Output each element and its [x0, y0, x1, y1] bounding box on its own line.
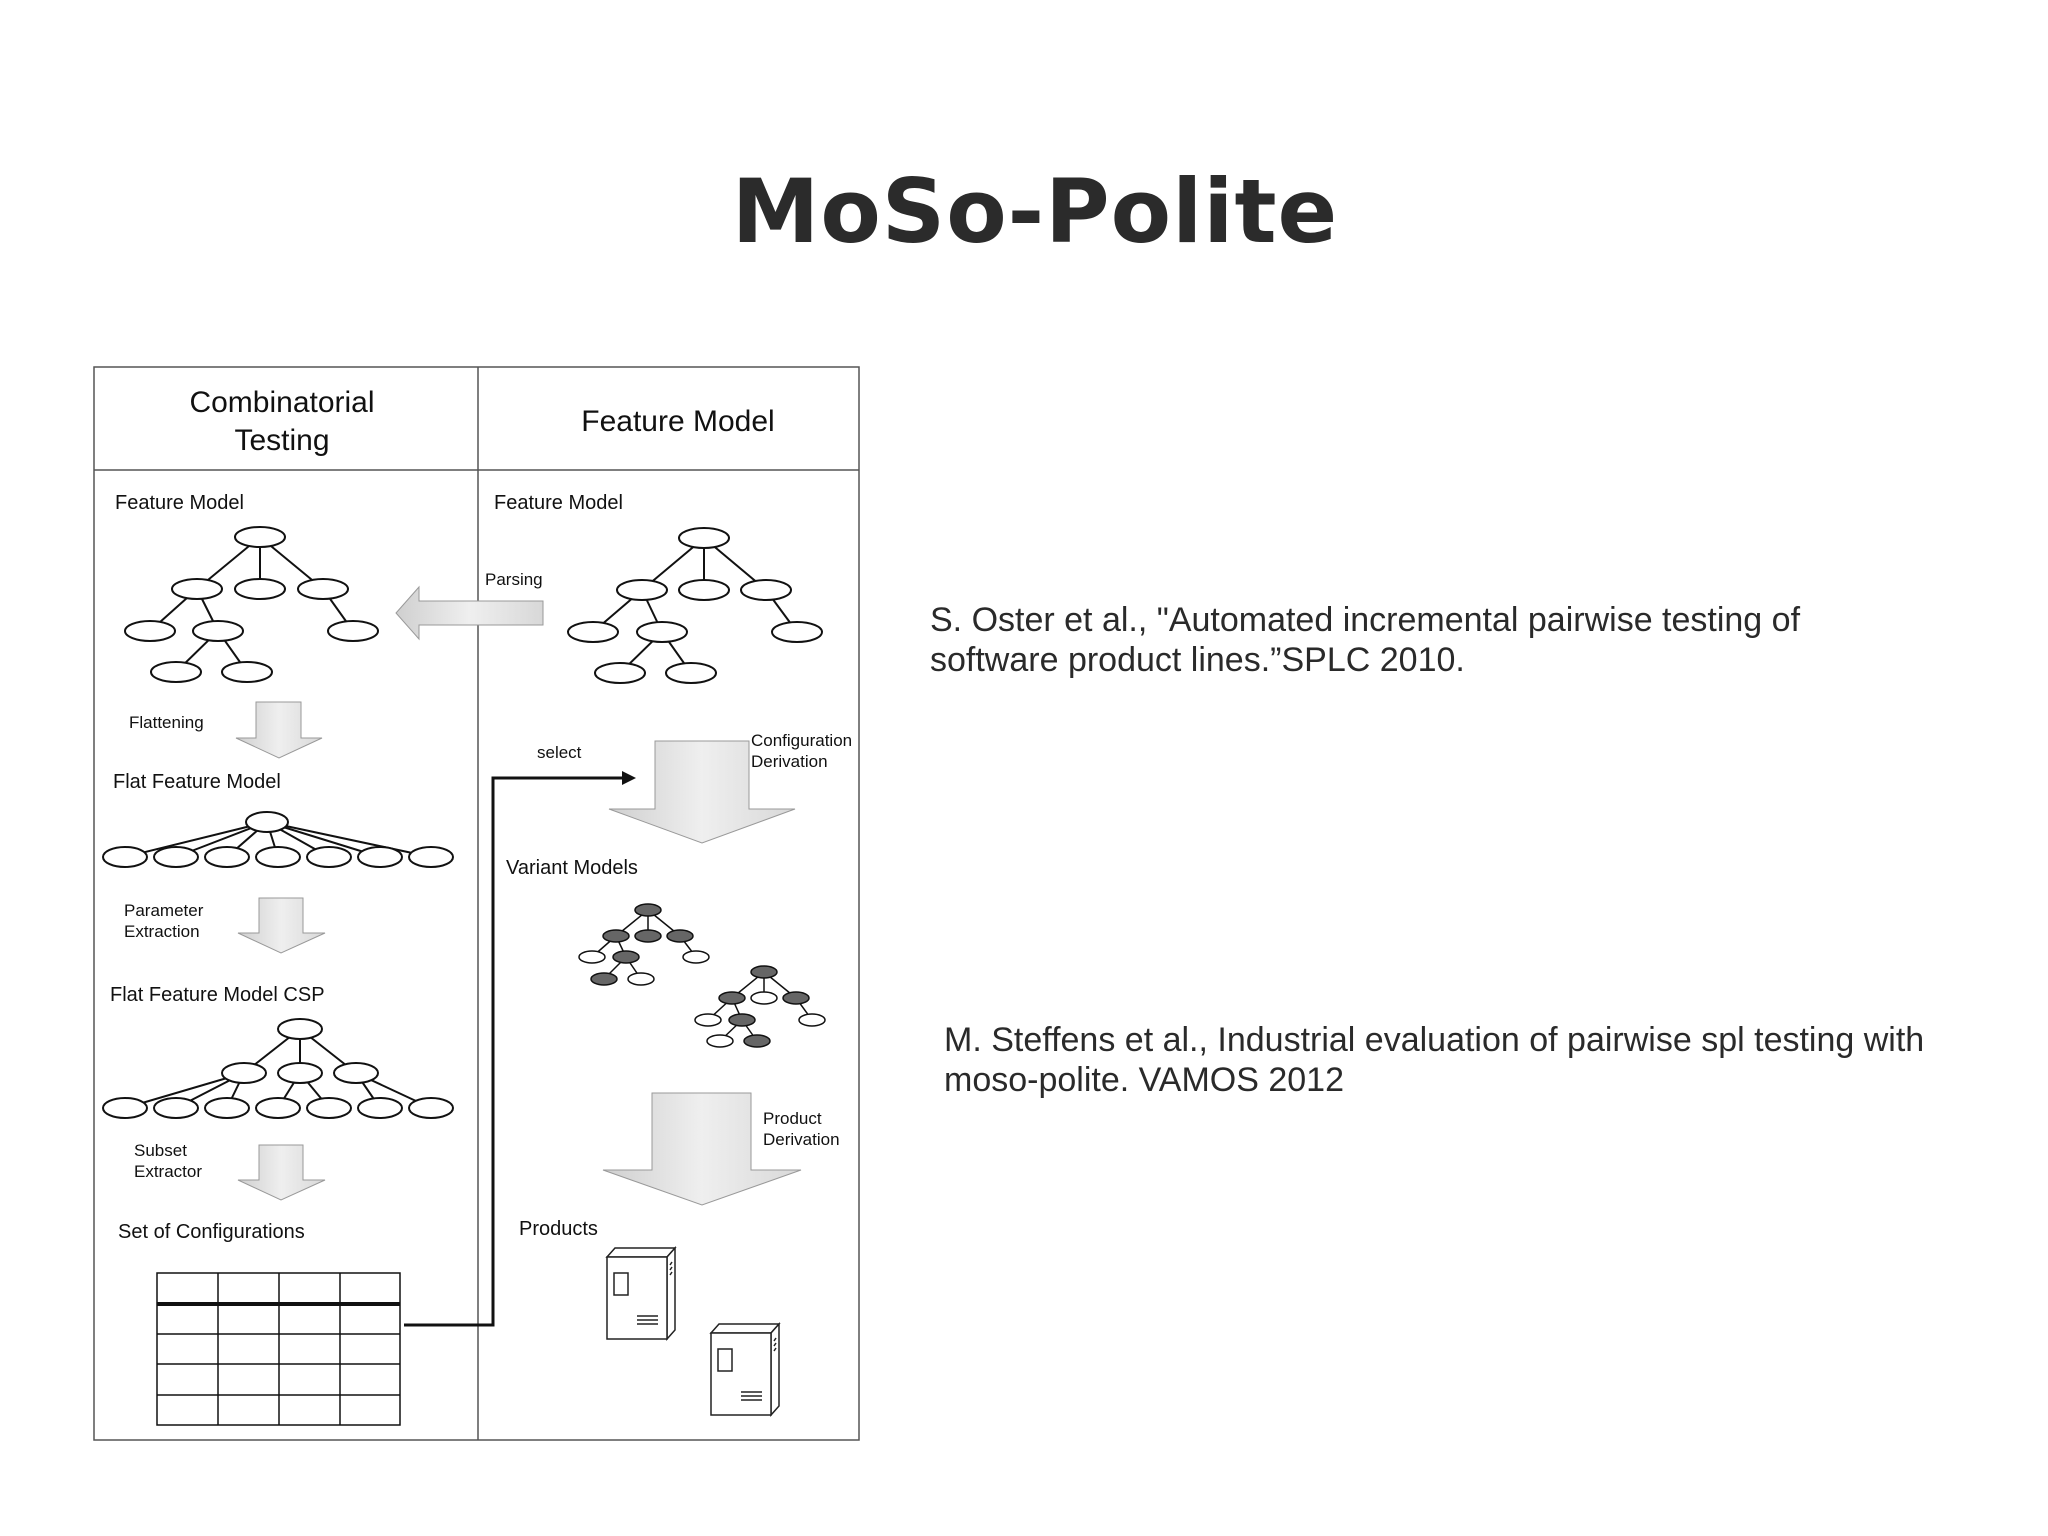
- flat-feature-model-label: Flat Feature Model: [113, 771, 281, 793]
- diagram-frame: [93, 366, 860, 1441]
- product-box-1: [605, 1246, 677, 1341]
- flat-feature-model-tree: [102, 811, 454, 868]
- subset-extractor-arrow: [237, 1144, 326, 1201]
- right-feature-model-label: Feature Model: [494, 492, 623, 514]
- left-feature-model-tree: [124, 526, 379, 683]
- select-connector: [404, 776, 625, 1327]
- right-feature-model-tree: [567, 527, 823, 684]
- subset-extractor-label-2: Extractor: [134, 1162, 202, 1181]
- parameter-extraction-label-2: Extraction: [124, 922, 200, 941]
- configuration-derivation-arrow: [608, 740, 796, 844]
- subset-extractor-label-1: Subset: [134, 1141, 187, 1160]
- right-header: Feature Model: [581, 405, 774, 438]
- reference-oster: S. Oster et al., "Automated incremental …: [930, 601, 1801, 679]
- flat-feature-model-csp-label: Flat Feature Model CSP: [110, 984, 325, 1006]
- configurations-table: [156, 1272, 401, 1426]
- parameter-extraction-label-1: Parameter: [124, 901, 204, 920]
- product-box-2: [709, 1322, 781, 1417]
- configuration-derivation-label-2: Derivation: [751, 752, 828, 771]
- flat-feature-model-csp-tree: [102, 1018, 454, 1119]
- flattening-label: Flattening: [129, 713, 204, 732]
- left-header-line2: Testing: [234, 424, 329, 457]
- set-of-configurations-label: Set of Configurations: [118, 1221, 305, 1243]
- slide-title: MoSo-Polite: [731, 160, 1339, 263]
- parameter-extraction-arrow: [237, 897, 326, 954]
- left-header-line1: Combinatorial: [189, 386, 374, 419]
- variant-model-2: [694, 965, 826, 1048]
- flattening-arrow: [235, 701, 323, 759]
- parsing-arrow: [395, 585, 544, 641]
- reference-steffens: M. Steffens et al., Industrial evaluatio…: [944, 1021, 1925, 1099]
- left-feature-model-label: Feature Model: [115, 492, 244, 514]
- configuration-derivation-label-1: Configuration: [751, 731, 852, 750]
- product-derivation-arrow: [602, 1092, 802, 1206]
- parsing-label: Parsing: [485, 570, 543, 589]
- product-derivation-label-1: Product: [763, 1109, 822, 1128]
- products-label: Products: [519, 1218, 598, 1240]
- select-arrowhead: [622, 771, 636, 785]
- variant-models-label: Variant Models: [506, 857, 638, 879]
- variant-model-1: [578, 903, 710, 986]
- product-derivation-label-2: Derivation: [763, 1130, 840, 1149]
- select-label: select: [537, 743, 582, 762]
